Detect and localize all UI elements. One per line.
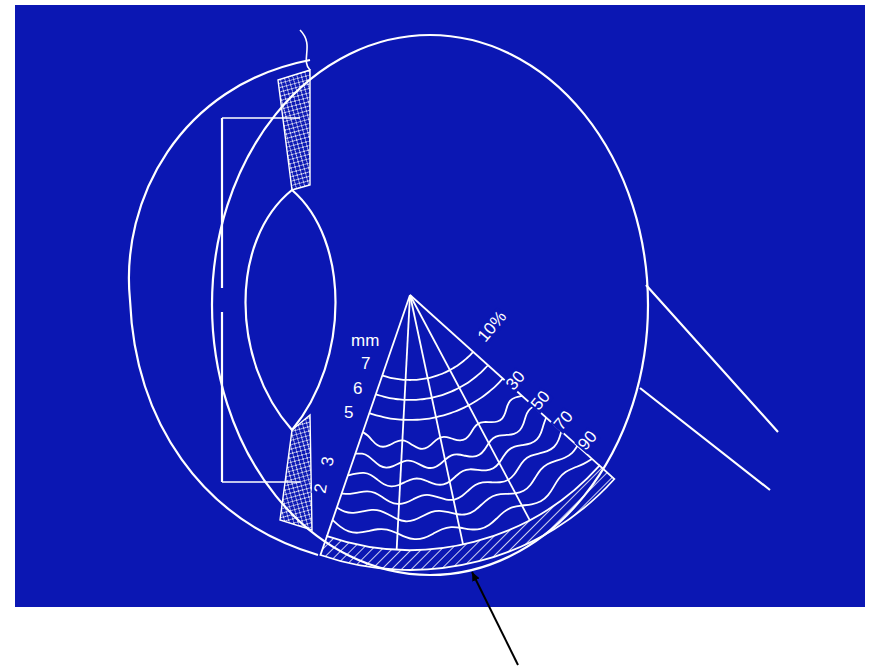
ciliary-body bbox=[280, 415, 312, 530]
cornea bbox=[129, 60, 318, 555]
eyeball-outline bbox=[212, 35, 648, 575]
lens bbox=[246, 190, 336, 430]
depth-label: mm bbox=[350, 332, 380, 349]
callout-arrow bbox=[472, 572, 518, 665]
iris bbox=[221, 118, 223, 482]
background-panel bbox=[15, 5, 865, 607]
depth-label: 7 bbox=[360, 355, 371, 372]
optic-nerve bbox=[640, 285, 778, 490]
depth-label: 5 bbox=[343, 404, 354, 421]
ciliary-body bbox=[278, 70, 310, 190]
depth-label: 6 bbox=[352, 380, 363, 397]
hatched-band bbox=[320, 466, 614, 570]
retina-sector bbox=[320, 295, 614, 570]
